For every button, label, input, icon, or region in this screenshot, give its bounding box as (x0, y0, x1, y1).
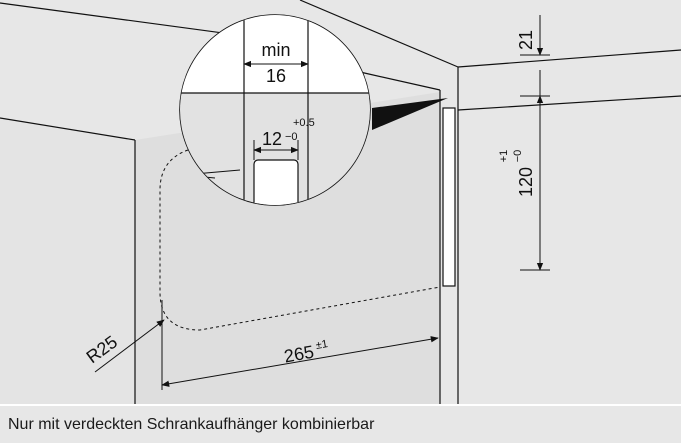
height-tol-upper: +1 (498, 150, 510, 163)
groove-tol-lower: −0 (285, 131, 298, 143)
width-tol: ±1 (315, 338, 329, 352)
caption-bar: Nur mit verdeckten Schrankaufhänger komb… (0, 404, 681, 443)
height-main-value: 120 (516, 167, 536, 197)
dimension-265-line (161, 336, 439, 387)
hanger-rail (442, 107, 456, 287)
dimension-120 (520, 95, 550, 271)
top-offset-value: 21 (516, 30, 536, 50)
dimension-21 (520, 15, 550, 97)
min-value: 16 (266, 66, 286, 86)
height-tol-lower: −0 (512, 150, 524, 163)
cabinet-side-panel (0, 118, 135, 404)
caption-text: Nur mit verdeckten Schrankaufhänger komb… (8, 416, 375, 433)
drawing-svg: min 16 +0.5 12 −0 21 120 +1 −0 265 ±1 R2… (0, 0, 681, 404)
groove-main: 12 (262, 129, 282, 149)
min-label: min (261, 40, 290, 60)
groove-tol-upper: +0.5 (293, 117, 315, 129)
radius-leader (94, 319, 165, 373)
detail-pointer (372, 98, 448, 130)
hidden-cutout-outline (159, 149, 441, 331)
technical-drawing: min 16 +0.5 12 −0 21 120 +1 −0 265 ±1 R2… (0, 0, 681, 404)
